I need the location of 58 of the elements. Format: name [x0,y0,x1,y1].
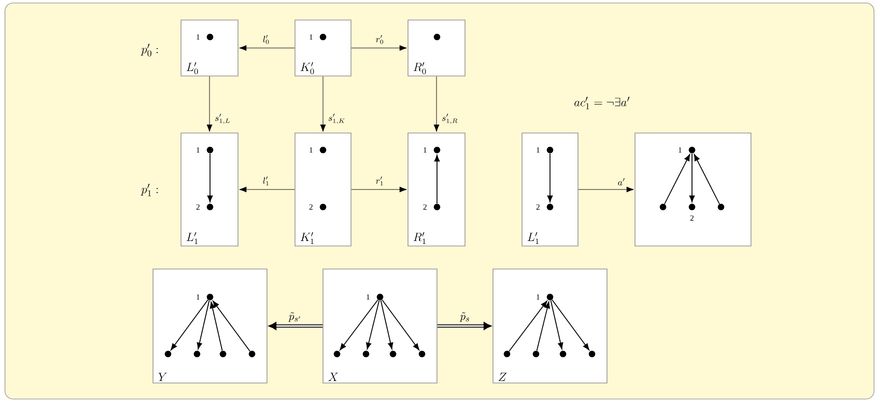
vertex-number: 1 [536,294,540,300]
arrow [382,299,420,350]
arrow [547,153,553,202]
arrow [320,76,326,132]
vertex-number: 1 [678,147,682,153]
arrow [508,300,548,352]
arrow [689,153,695,202]
double-arrow [437,322,492,330]
edge-label: $s'_{1,K}$ [327,112,347,125]
edge-label: $l'_0$ [262,34,271,45]
edge-label: $r'_0$ [374,34,385,45]
arrow [239,186,295,192]
vertex-number: 1 [310,147,313,153]
vertex-number: 2 [196,204,200,210]
formula-label: $p'_0 :$ [140,44,158,56]
arrow [380,300,394,350]
arrow [207,153,213,202]
graph-box [634,132,752,246]
arrow [196,300,210,350]
vertex-number: 2 [690,215,694,221]
vertex-number: 1 [424,147,427,153]
edge-label: $\tilde{p}_{s'}$ [288,311,302,323]
formula-label: $ac'_1 = \neg \exists a'$ [574,96,630,110]
arrow [434,76,440,132]
arrow [340,299,378,350]
arrow [210,302,223,352]
arrow [351,186,407,192]
vertex-number: 1 [196,147,200,153]
arrow [212,300,250,352]
arrow [366,300,380,350]
vertex-number: 1 [196,34,200,40]
edge-label: $a'$ [616,177,626,186]
edge-label: $s'_{1,L}$ [214,112,232,125]
arrow [206,76,212,132]
vertex-number: 2 [536,204,540,210]
vertex-number: 2 [309,204,313,210]
double-arrow [268,322,323,330]
graph-box: $R'_0$ [408,20,466,76]
arrow [536,302,550,352]
vertex-number: 2 [423,204,427,210]
arrow [552,299,590,350]
arrow [578,186,634,192]
edge-label: $\tilde{p}_{s}$ [459,311,471,323]
arrow [351,45,407,51]
edge-label: $s'_{1,R}$ [440,112,460,125]
vertex-number: 1 [310,34,313,40]
vertex-number: 1 [366,294,370,300]
vertex-number: 1 [196,294,200,300]
arrow [694,154,720,204]
arrow [664,154,690,204]
arrow [170,299,208,350]
edge-label: $r'_1$ [374,176,385,186]
vertex-number: 1 [536,147,540,153]
edge-label: $l'_1$ [262,176,271,186]
arrow [550,300,564,350]
arrow [434,154,440,204]
formula-label: $p'_1 :$ [140,184,158,196]
arrow [239,45,295,51]
